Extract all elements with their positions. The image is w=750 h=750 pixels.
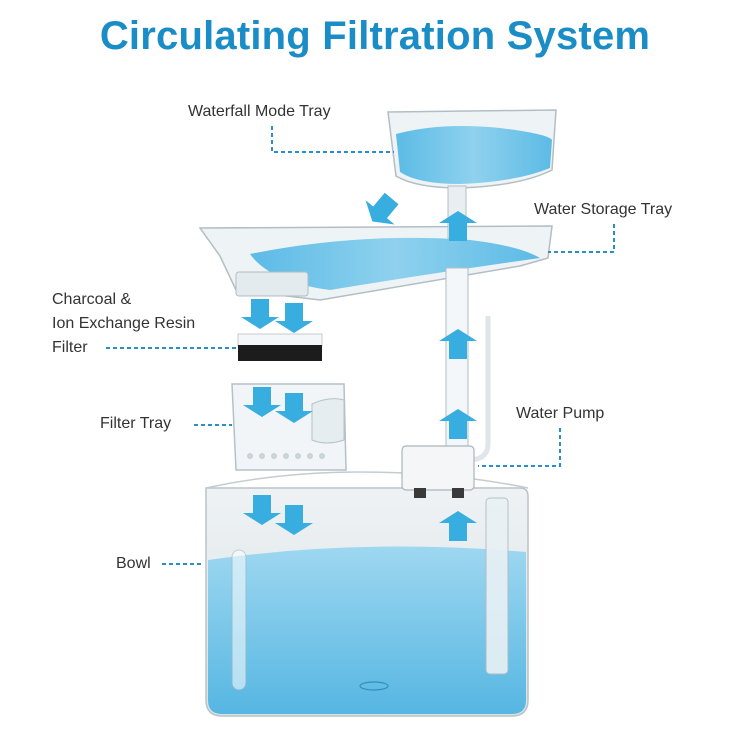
label-filter-tray: Filter Tray: [100, 415, 172, 432]
pump-foot-left: [414, 488, 426, 498]
arrow-filter-to-tray-right: [275, 393, 313, 423]
water-pump: [401, 445, 475, 498]
diagram-title: Circulating Filtration System: [99, 14, 651, 58]
filter-black-block: [238, 345, 322, 361]
label-waterfall-tray: Waterfall Mode Tray: [188, 103, 331, 120]
bowl-base-mark: [359, 681, 389, 691]
arrow-tray-to-bowl-left: [243, 495, 281, 525]
inlet-column: [485, 497, 509, 675]
label-bowl: Bowl: [116, 555, 151, 572]
filter-tray-holes: [247, 453, 325, 459]
power-cable: [471, 316, 491, 463]
pump-foot-right: [452, 488, 464, 498]
bowl-rim: [205, 471, 529, 489]
label-filter-line3: Filter: [52, 339, 88, 356]
filter-white-cap: [237, 333, 323, 347]
leader-storage-tray: [548, 224, 615, 253]
leader-lines: [106, 126, 615, 565]
leader-water-pump: [478, 428, 561, 467]
arrow-tube-upper: [439, 329, 477, 359]
waterfall-tray: [387, 109, 557, 239]
bowl-window: [231, 549, 247, 691]
storage-tray-drain: [235, 271, 309, 297]
storage-tray-water: [250, 237, 540, 290]
arrow-tube-lower: [439, 409, 477, 439]
flow-arrows: [241, 192, 477, 541]
filter-tray-spout: [311, 398, 345, 444]
pump-body: [401, 445, 475, 491]
label-filter-line1: Charcoal &: [52, 291, 132, 308]
arrow-filter-to-tray-left: [243, 387, 281, 417]
bowl: [205, 471, 529, 717]
label-storage-tray: Water Storage Tray: [534, 201, 673, 218]
arrow-storage-to-filter-right: [275, 303, 313, 333]
arrow-waterfall-to-storage: [365, 192, 399, 225]
label-water-pump: Water Pump: [516, 405, 605, 422]
arrow-storage-to-filter-left: [241, 299, 279, 329]
arrow-pump-to-waterfall: [439, 211, 477, 241]
arrow-bowl-to-pump: [439, 511, 477, 541]
charcoal-filter: [237, 333, 323, 361]
arrow-tray-to-bowl-right: [275, 505, 313, 535]
waterfall-tray-water: [396, 126, 552, 184]
storage-tray: [198, 225, 553, 301]
label-filter-line2: Ion Exchange Resin: [52, 315, 196, 332]
leader-waterfall-tray: [271, 126, 394, 153]
bowl-water: [208, 546, 526, 714]
